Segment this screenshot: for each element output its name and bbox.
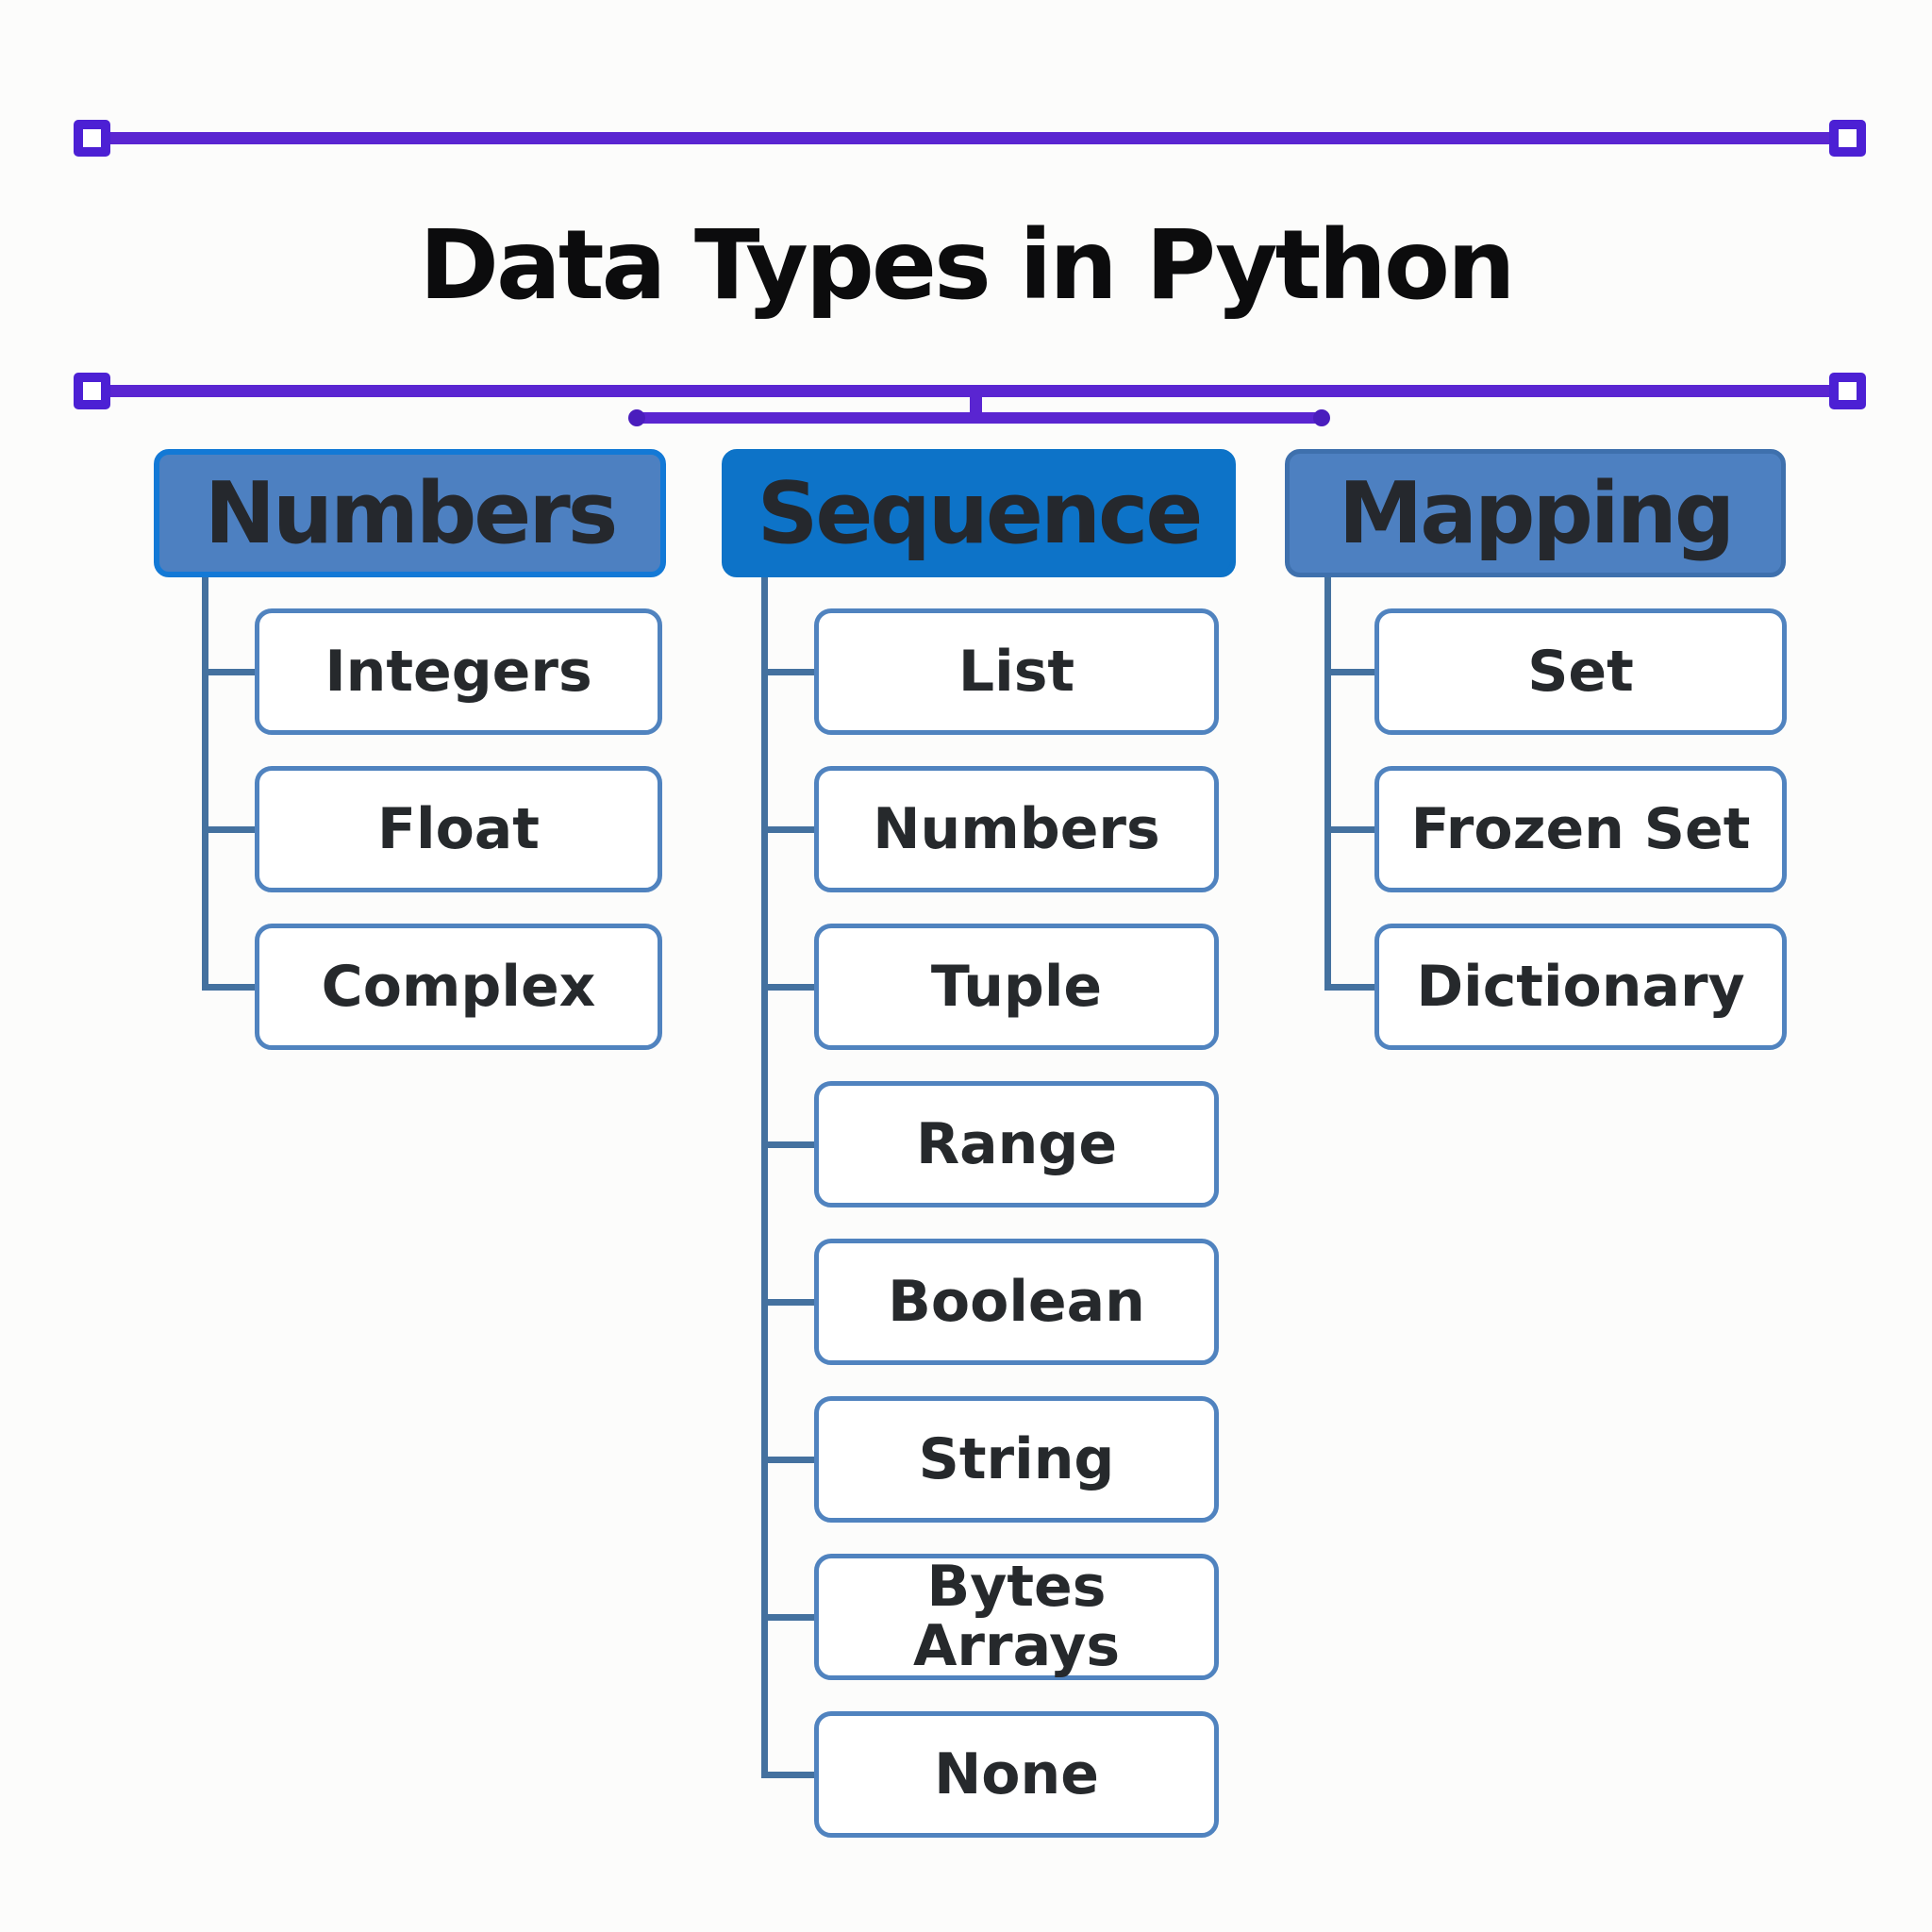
connector-stub [761, 1614, 818, 1621]
rail-end-cap [628, 409, 645, 426]
bottom-rail-line [92, 385, 1844, 397]
connector-stub [761, 984, 818, 991]
rail-endpoint-handle [74, 373, 110, 409]
node-numbers: Numbers [814, 766, 1219, 892]
node-none: None [814, 1711, 1219, 1838]
connector-stub [761, 826, 818, 833]
connector-stub [1324, 826, 1378, 833]
connector-stub [761, 1457, 818, 1463]
connector-stub [202, 669, 258, 675]
header-mapping: Mapping [1285, 449, 1786, 577]
node-bytes-arrays: Bytes Arrays [814, 1554, 1219, 1680]
node-frozen-set: Frozen Set [1374, 766, 1787, 892]
node-boolean: Boolean [814, 1239, 1219, 1365]
connector-stub [202, 826, 258, 833]
connector-stub [761, 1299, 818, 1306]
connector-stub [1324, 669, 1378, 675]
connector-stub [202, 984, 258, 991]
node-tuple: Tuple [814, 924, 1219, 1050]
header-numbers: Numbers [154, 449, 666, 577]
node-integers: Integers [255, 608, 662, 735]
node-complex: Complex [255, 924, 662, 1050]
node-set: Set [1374, 608, 1787, 735]
top-rail-line [92, 132, 1844, 144]
header-sequence: Sequence [722, 449, 1236, 577]
diagram-title: Data Types in Python [419, 209, 1515, 322]
node-dictionary: Dictionary [1374, 924, 1787, 1050]
rail-end-cap [1313, 409, 1330, 426]
rail-endpoint-handle [1829, 373, 1866, 409]
connector-stub [1324, 984, 1378, 991]
connector-stub [761, 1772, 818, 1778]
node-range: Range [814, 1081, 1219, 1208]
connector-stub [761, 1141, 818, 1148]
rail-endpoint-handle [74, 120, 110, 157]
connector-stub [761, 669, 818, 675]
rail-center-drop [970, 391, 982, 419]
node-string: String [814, 1396, 1219, 1523]
connector-trunk-sequence [761, 575, 768, 1777]
node-float: Float [255, 766, 662, 892]
node-list: List [814, 608, 1219, 735]
connector-trunk-numbers [202, 575, 208, 991]
rail-endpoint-handle [1829, 120, 1866, 157]
connector-trunk-mapping [1324, 575, 1331, 991]
title-underline-rail [635, 412, 1324, 424]
